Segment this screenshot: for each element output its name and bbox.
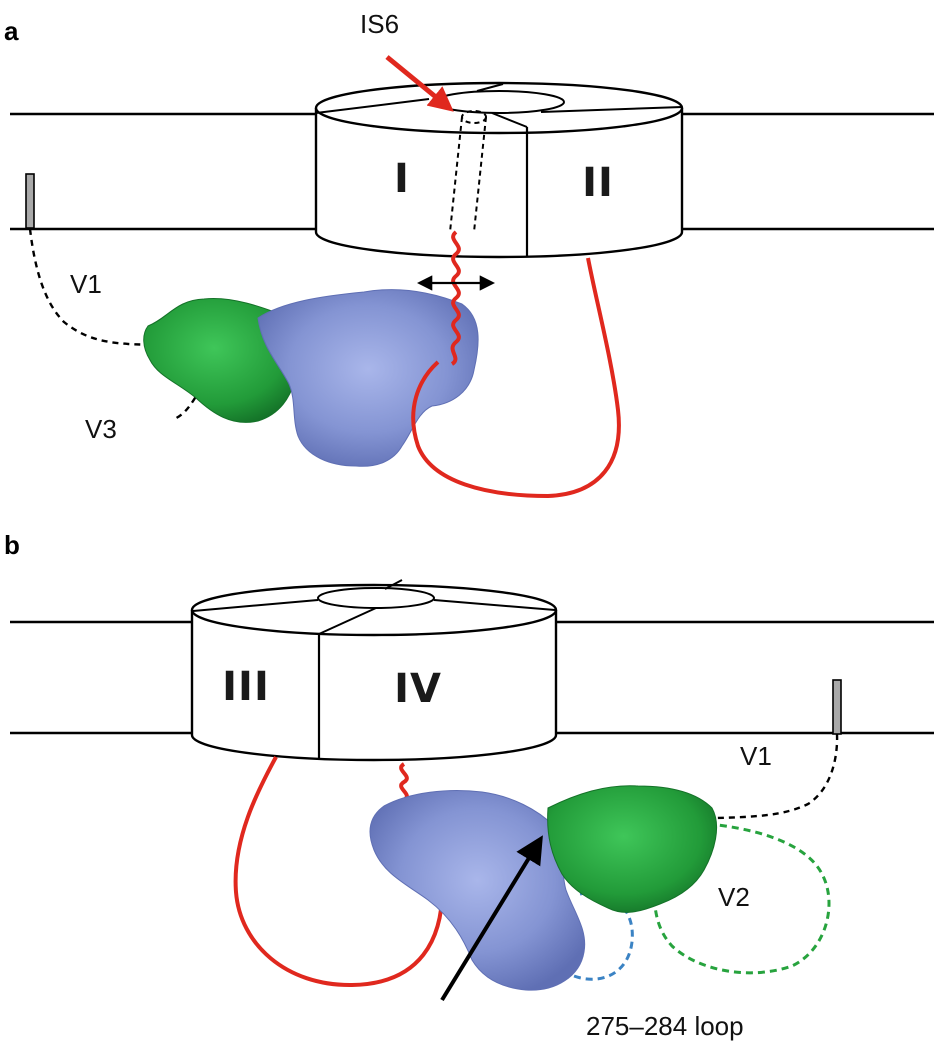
pore-opening-b [317,587,435,609]
v2-label: V2 [718,882,750,912]
channel-cylinder-b: III IV [190,579,558,762]
red-loop-b [233,756,445,988]
domain-label-III: III [222,664,270,710]
v1-linker-b [715,733,839,820]
is6-label: IS6 [360,9,399,39]
red-loop-a [411,257,621,499]
v3-label: V3 [85,414,117,444]
loop-label: 275–284 loop [586,1011,744,1041]
v1-anchor-marker [25,173,35,229]
domain-label-IV: IV [394,666,442,712]
is6-arrow [385,55,454,112]
domain-label-I: I [394,156,410,202]
v1-label-b: V1 [740,741,772,771]
v1-anchor-marker-b [832,679,842,735]
channel-cylinder-a: I II [314,81,684,259]
loop-pointer-arrow [440,835,543,1002]
red-helix-b [399,762,409,802]
red-helix-a [450,230,461,366]
panel-b: b III IV V1 V2 [4,530,934,1041]
domain-label-II: II [582,160,614,206]
panel-a: a I II IS6 V [4,9,934,499]
pore-opening [433,90,565,114]
green-domain-surface-b [547,785,718,913]
v1-linker [28,228,161,347]
blue-loop-dashed [573,891,634,981]
blue-domain-surface [257,289,479,467]
panel-a-letter: a [4,16,19,46]
v2-loop-dashed [650,822,831,975]
v1-label: V1 [70,269,102,299]
is6-helix-outline [449,110,487,233]
panel-b-letter: b [4,530,20,560]
